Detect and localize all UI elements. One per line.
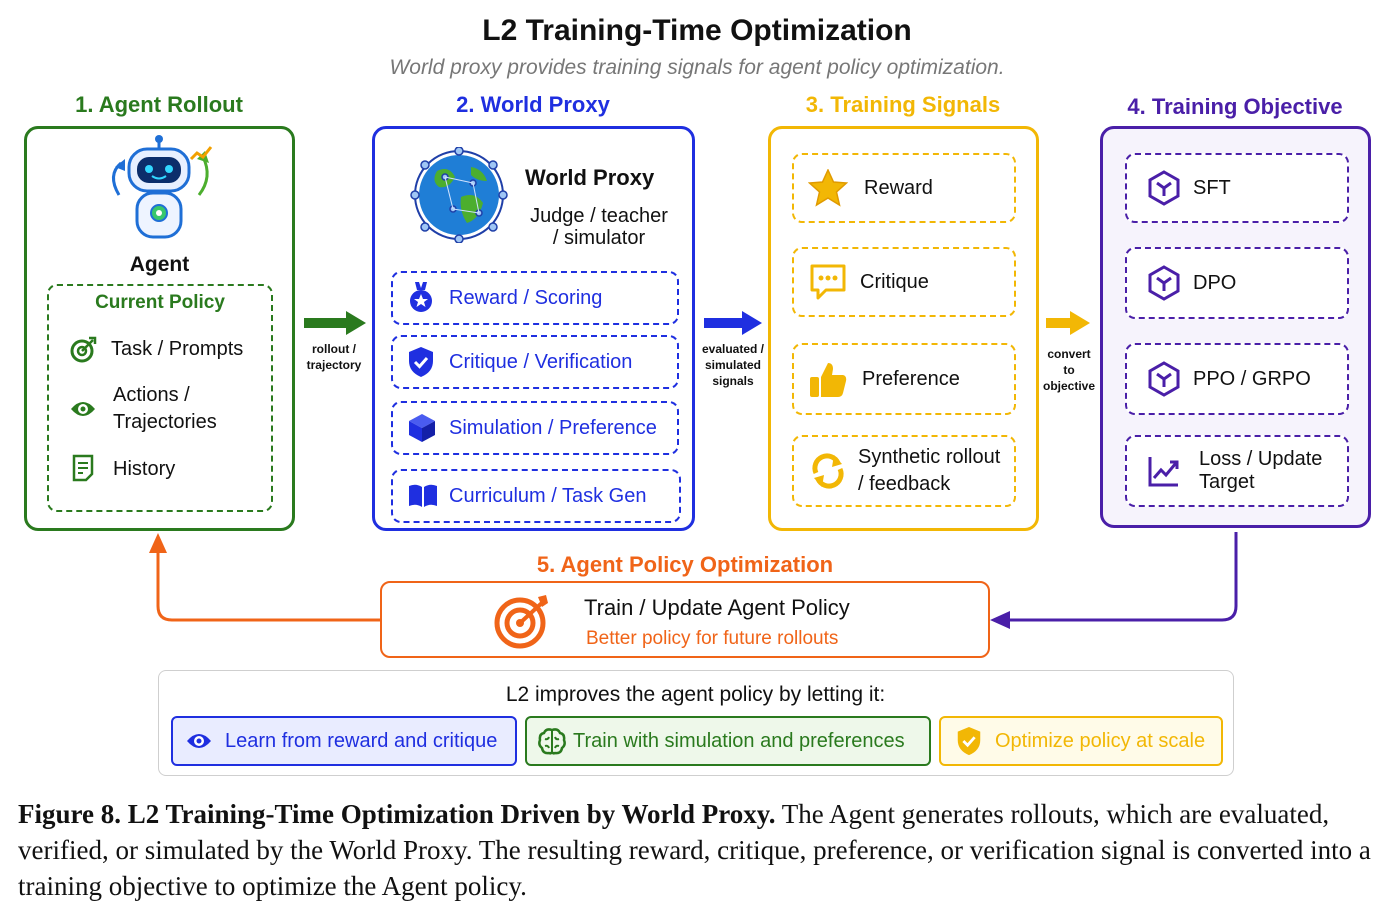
signal-item-reward-label: Reward (864, 176, 933, 199)
globe-network-icon (409, 147, 509, 243)
optimization-box: Train / Update Agent Policy Better polic… (380, 581, 990, 658)
signal-item-synthetic-label: Synthetic rollout / feedback (858, 446, 1001, 495)
book-icon (407, 483, 441, 509)
figure-caption: Figure 8. L2 Training-Time Optimization … (18, 796, 1380, 904)
target-refresh-icon (69, 336, 97, 364)
signal-item-synthetic: Synthetic rollout / feedback (792, 435, 1016, 507)
proxy-item-simulation-label: Simulation / Preference (449, 416, 657, 439)
diagram-subtitle: World proxy provides training signals fo… (389, 56, 1005, 79)
caption-bold: Figure 8. L2 Training-Time Optimization … (18, 799, 776, 829)
refresh-icon (808, 451, 852, 491)
summary-pill-train-label: Train with simulation and preferences (573, 729, 905, 752)
arrow-label-rollout: rollout / trajectory (306, 342, 362, 372)
summary-pill-optimize-label: Optimize policy at scale (995, 729, 1206, 752)
policy-item-task: Task / Prompts (111, 338, 244, 360)
objective-item-ppo: PPO / GRPO (1125, 343, 1349, 415)
brain-icon (537, 727, 571, 755)
agent-rollout-panel: Agent Current Policy Task / Prompts Acti… (24, 126, 295, 531)
current-policy-title: Current Policy (95, 292, 225, 313)
section-heading-rollout: 1. Agent Rollout (75, 92, 243, 117)
document-icon (71, 454, 95, 482)
summary-box: L2 improves the agent policy by letting … (158, 670, 1234, 776)
thumbs-up-icon (808, 359, 852, 399)
medal-icon (407, 282, 441, 314)
diagram-title: L2 Training-Time Optimization (482, 14, 912, 47)
policy-item-history: History (113, 458, 176, 480)
optimization-main-text: Train / Update Agent Policy (584, 595, 850, 620)
summary-pill-learn: Learn from reward and critique (171, 716, 517, 766)
bullseye-arrow-icon (494, 593, 554, 649)
signal-item-preference-label: Preference (862, 367, 960, 390)
arrow-rollout-to-proxy (304, 311, 366, 335)
objective-item-loss-label: Loss / Update Target (1199, 448, 1323, 493)
signal-item-preference: Preference (792, 343, 1016, 415)
section-heading-optimization: 5. Agent Policy Optimization (536, 552, 834, 577)
signal-item-critique-label: Critique (860, 270, 929, 293)
speech-bubble-icon (808, 262, 852, 302)
feedback-loop-arrows (149, 532, 1238, 629)
shield-check-icon (407, 346, 441, 378)
section-heading-objective: 4. Training Objective (1127, 94, 1343, 119)
objective-item-dpo: DPO (1125, 247, 1349, 319)
proxy-item-reward-label: Reward / Scoring (449, 286, 603, 309)
objective-item-sft-label: SFT (1193, 176, 1231, 199)
hex-node-icon (1147, 265, 1187, 301)
proxy-item-critique: Critique / Verification (391, 335, 679, 389)
arrow-proxy-to-signals (704, 311, 762, 335)
objective-item-ppo-label: PPO / GRPO (1193, 367, 1311, 390)
section-heading-signals: 3. Training Signals (805, 92, 1001, 117)
world-proxy-role: Judge / teacher / simulator (530, 205, 668, 249)
caption-text: The Agent generates rollouts, which are … (18, 799, 1371, 901)
eye-icon (69, 398, 97, 420)
proxy-item-curriculum: Curriculum / Task Gen (391, 469, 681, 523)
world-proxy-name: World Proxy (525, 165, 655, 190)
eye-icon (185, 730, 221, 752)
proxy-item-critique-label: Critique / Verification (449, 350, 633, 373)
training-objective-panel: SFT DPO PPO / GRPO Loss / Update Target (1100, 126, 1371, 528)
robot-icon (99, 135, 219, 245)
arrow-label-objective: convert to objective (1042, 347, 1096, 393)
proxy-item-reward: Reward / Scoring (391, 271, 679, 325)
hex-node-icon (1147, 170, 1187, 206)
summary-title: L2 improves the agent policy by letting … (505, 683, 886, 706)
objective-item-loss: Loss / Update Target (1125, 435, 1349, 507)
world-proxy-panel: World Proxy Judge / teacher / simulator … (372, 126, 695, 531)
summary-pill-optimize: Optimize policy at scale (939, 716, 1223, 766)
cube-icon (407, 412, 441, 444)
trend-chart-icon (1147, 454, 1195, 488)
current-policy-box: Current Policy Task / Prompts Actions / … (47, 284, 273, 512)
agent-label: Agent (129, 253, 190, 276)
optimization-sub-text: Better policy for future rollouts (586, 628, 839, 649)
policy-item-actions: Actions / Trajectories (113, 384, 217, 433)
proxy-item-simulation: Simulation / Preference (391, 401, 679, 455)
arrow-label-signals: evaluated / simulated signals (701, 342, 765, 388)
summary-pill-learn-label: Learn from reward and critique (225, 729, 498, 752)
section-heading-proxy: 2. World Proxy (456, 92, 610, 117)
objective-item-dpo-label: DPO (1193, 271, 1237, 294)
hex-node-icon (1147, 361, 1187, 397)
shield-check-icon (955, 726, 995, 756)
proxy-item-curriculum-label: Curriculum / Task Gen (449, 484, 647, 507)
star-icon (808, 169, 852, 207)
objective-item-sft: SFT (1125, 153, 1349, 223)
summary-pill-train: Train with simulation and preferences (525, 716, 931, 766)
arrow-signals-to-objective (1046, 311, 1090, 335)
signal-item-reward: Reward (792, 153, 1016, 223)
training-signals-panel: Reward Critique Preference Synthetic rol… (768, 126, 1039, 531)
signal-item-critique: Critique (792, 247, 1016, 317)
